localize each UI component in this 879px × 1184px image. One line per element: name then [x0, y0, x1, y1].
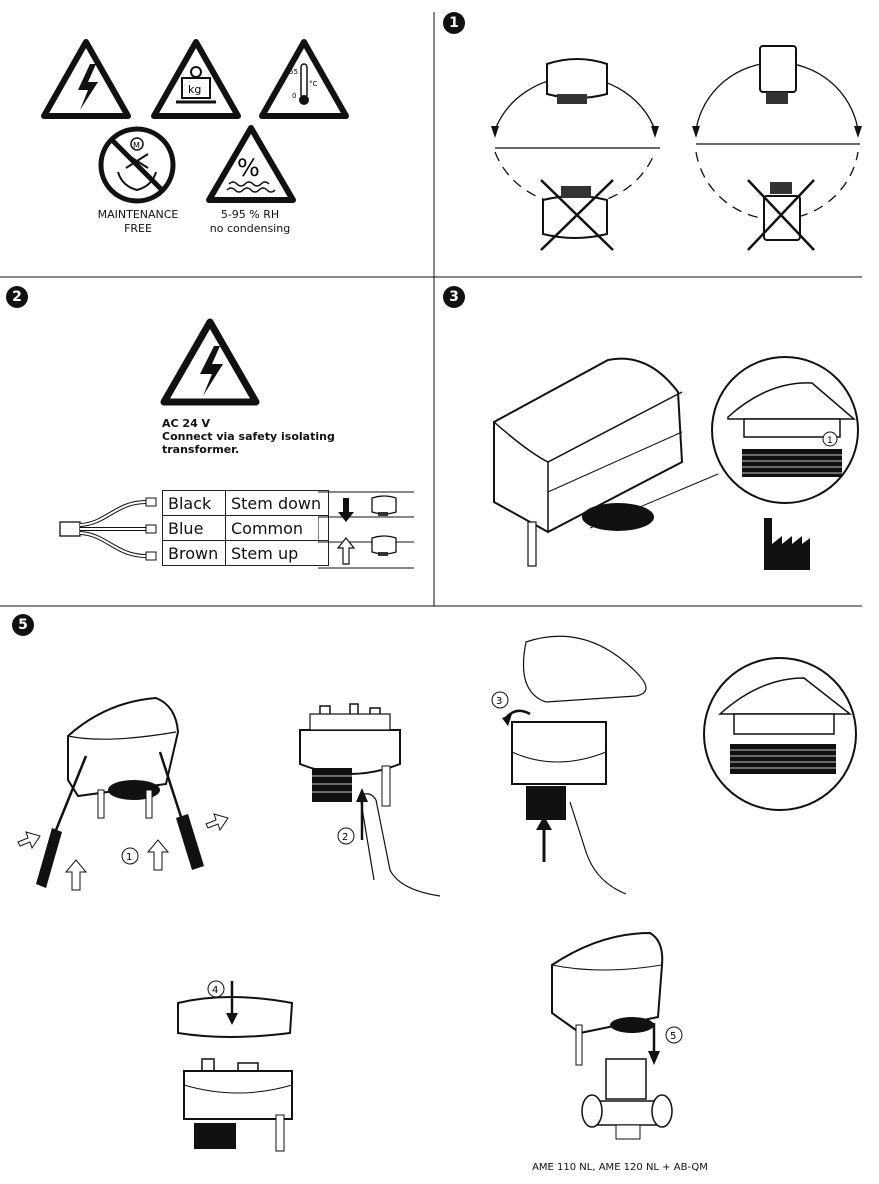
section-number-1: 1	[443, 12, 465, 34]
step-callout-5: 5	[670, 1031, 676, 1042]
electric-hazard-icon	[41, 39, 131, 119]
power-line1: AC 24 V	[162, 417, 211, 430]
weight-label: kg	[188, 83, 201, 96]
step-callout-3: 3	[496, 696, 502, 707]
wire-function: Common	[225, 515, 329, 541]
orientation-diagram-left	[491, 58, 660, 251]
actuator-illustration	[493, 357, 684, 567]
wiring-direction-diagram	[318, 491, 414, 569]
temperature-icon: 55 °C 0	[259, 39, 349, 119]
section-number-3: 3	[443, 286, 465, 308]
humidity-line1: 5-95 % RH	[220, 208, 280, 221]
table-row: Blue Common	[162, 515, 329, 541]
motor-label: M	[133, 141, 140, 150]
step-remove-cover-illustration: 1	[17, 696, 229, 891]
maintenance-line2: FREE	[124, 222, 152, 235]
maintenance-label: MAINTENANCE FREE	[86, 208, 190, 236]
wire-color: Black	[162, 490, 226, 516]
step-mount-valve-illustration: 5	[551, 931, 683, 1140]
product-caption: AME 110 NL, AME 120 NL + AB-QM	[532, 1162, 708, 1173]
wiring-table: Black Stem down Blue Common Brown Stem u…	[162, 490, 329, 566]
table-row: Black Stem down	[162, 490, 329, 516]
power-line3: transformer.	[162, 443, 240, 456]
step-rotate-illustration: 3	[491, 635, 647, 895]
step-place-cover-illustration: 4	[177, 980, 294, 1152]
factory-icon	[764, 518, 810, 570]
callout-1: 1	[827, 436, 833, 446]
power-warning: AC 24 V Connect via safety isolating tra…	[162, 417, 392, 456]
weight-hazard-icon: kg	[151, 39, 241, 119]
detail-magnifier-2	[703, 657, 857, 811]
humidity-label: 5-95 % RH no condensing	[190, 208, 310, 236]
maintenance-line1: MAINTENANCE	[97, 208, 179, 221]
thermo-bottom-label: 0	[292, 92, 296, 100]
percent-label: %	[237, 154, 260, 182]
wire-function: Stem down	[225, 490, 329, 516]
thermo-top-label: 55	[289, 68, 298, 76]
power-line2: Connect via safety isolating	[162, 430, 335, 443]
humidity-icon: %	[206, 125, 296, 203]
detail-magnifier: 1	[711, 356, 859, 504]
step-callout-4: 4	[212, 985, 218, 996]
orientation-diagram-right	[692, 45, 862, 251]
section-number-2: 2	[6, 286, 28, 308]
section-number-5: 5	[12, 614, 34, 636]
step-callout-1: 1	[126, 852, 132, 863]
maintenance-free-icon: M	[98, 126, 176, 204]
electric-hazard-icon-2	[160, 318, 260, 406]
step-push-illustration: 2	[299, 703, 441, 897]
wire-color: Brown	[162, 540, 226, 566]
table-row: Brown Stem up	[162, 540, 329, 566]
step-callout-2: 2	[342, 832, 348, 843]
cable-diagram	[59, 497, 157, 561]
thermo-unit-label: °C	[309, 80, 318, 88]
wire-color: Blue	[162, 515, 226, 541]
humidity-line2: no condensing	[209, 222, 291, 235]
magnifier-pointer	[590, 473, 719, 529]
wire-function: Stem up	[225, 540, 329, 566]
